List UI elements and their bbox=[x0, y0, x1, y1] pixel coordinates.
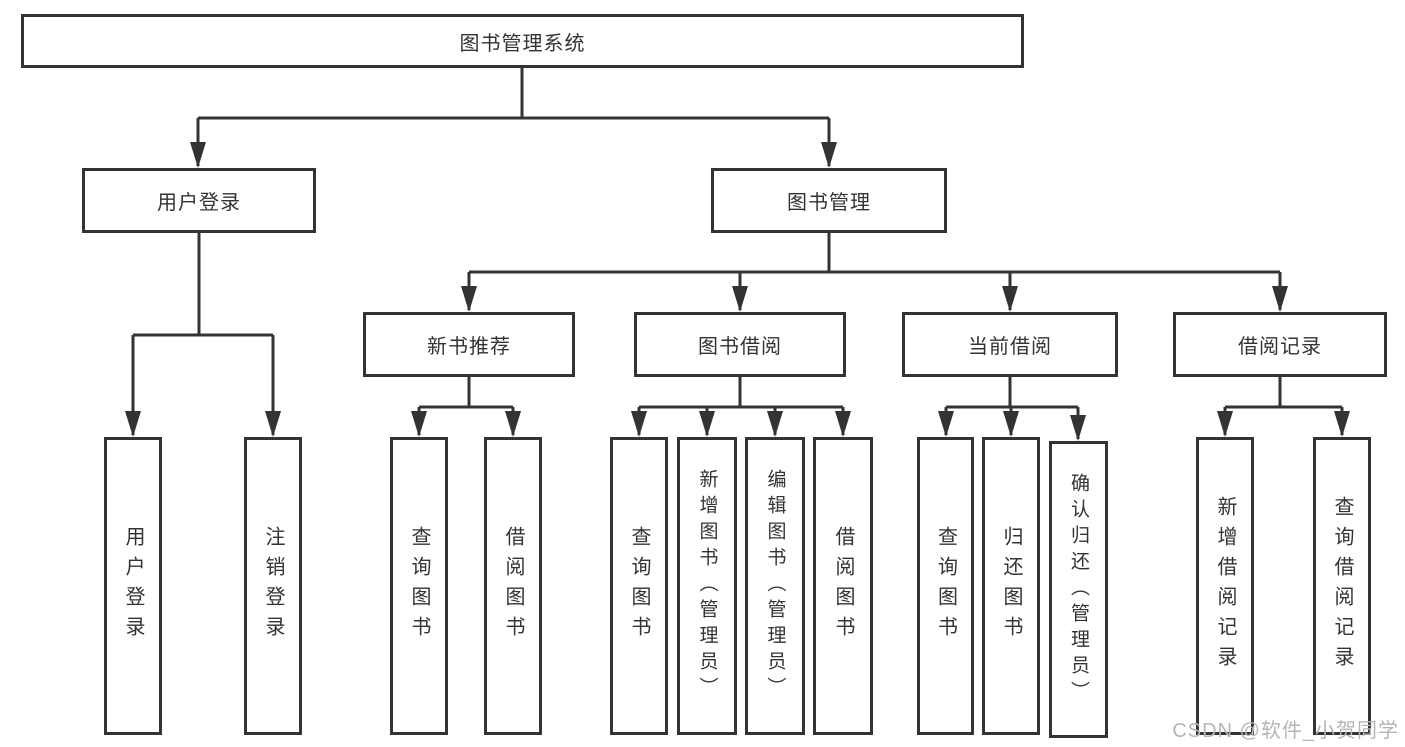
leaf-borrow-books-recommend-label: 借阅图书 bbox=[502, 526, 524, 646]
leaf-query-books-borrowing-label: 查询图书 bbox=[628, 526, 650, 646]
leaf-query-borrow-record: 查询借阅记录 bbox=[1313, 437, 1371, 735]
leaf-confirm-return-admin: 确认归还（管理员） bbox=[1049, 441, 1108, 738]
leaf-query-books-recommend: 查询图书 bbox=[390, 437, 448, 735]
leaf-add-books-admin-label: 新增图书（管理员） bbox=[696, 469, 718, 703]
leaf-return-books-label: 归还图书 bbox=[1000, 526, 1022, 646]
node-book-borrowing: 图书借阅 bbox=[634, 312, 846, 377]
leaf-user-login-label: 用户登录 bbox=[122, 526, 144, 646]
connector-new-book-recommendation-to-leaves bbox=[417, 377, 515, 435]
leaf-logout: 注销登录 bbox=[244, 437, 302, 735]
leaf-edit-books-admin-label: 编辑图书（管理员） bbox=[764, 469, 786, 703]
node-library-management-system: 图书管理系统 bbox=[21, 14, 1024, 68]
leaf-return-books: 归还图书 bbox=[982, 437, 1040, 735]
leaf-query-books-current-label: 查询图书 bbox=[934, 526, 957, 646]
leaf-user-login: 用户登录 bbox=[104, 437, 162, 735]
leaf-add-books-admin: 新增图书（管理员） bbox=[677, 437, 737, 735]
connector-root-to-level2 bbox=[196, 67, 831, 166]
leaf-add-borrow-record: 新增借阅记录 bbox=[1196, 437, 1254, 735]
leaf-confirm-return-admin-label: 确认归还（管理员） bbox=[1068, 472, 1089, 707]
node-new-book-recommendation: 新书推荐 bbox=[363, 312, 575, 377]
leaf-query-books-current: 查询图书 bbox=[917, 437, 974, 735]
leaf-query-borrow-record-label: 查询借阅记录 bbox=[1331, 496, 1353, 676]
leaf-borrow-books-borrowing: 借阅图书 bbox=[813, 437, 873, 735]
leaf-add-borrow-record-label: 新增借阅记录 bbox=[1214, 496, 1236, 676]
node-book-management: 图书管理 bbox=[711, 168, 947, 233]
leaf-query-books-borrowing: 查询图书 bbox=[610, 437, 668, 735]
connector-borrowing-records-to-leaves bbox=[1223, 377, 1344, 435]
leaf-edit-books-admin: 编辑图书（管理员） bbox=[745, 437, 805, 735]
connector-user-login-to-leaves bbox=[131, 233, 275, 435]
leaf-logout-label: 注销登录 bbox=[262, 526, 284, 646]
leaf-borrow-books-borrowing-label: 借阅图书 bbox=[832, 526, 854, 646]
arrowheads bbox=[125, 142, 1350, 441]
node-current-borrowing: 当前借阅 bbox=[902, 312, 1118, 377]
node-borrowing-records: 借阅记录 bbox=[1173, 312, 1387, 377]
connector-book-borrowing-to-leaves bbox=[637, 377, 845, 435]
node-user-login: 用户登录 bbox=[82, 168, 316, 233]
leaf-query-books-recommend-label: 查询图书 bbox=[408, 526, 430, 646]
connector-book-management-to-level3 bbox=[467, 233, 1282, 310]
csdn-watermark: CSDN @软件_小贺同学 bbox=[1172, 720, 1399, 742]
leaf-borrow-books-recommend: 借阅图书 bbox=[484, 437, 542, 735]
